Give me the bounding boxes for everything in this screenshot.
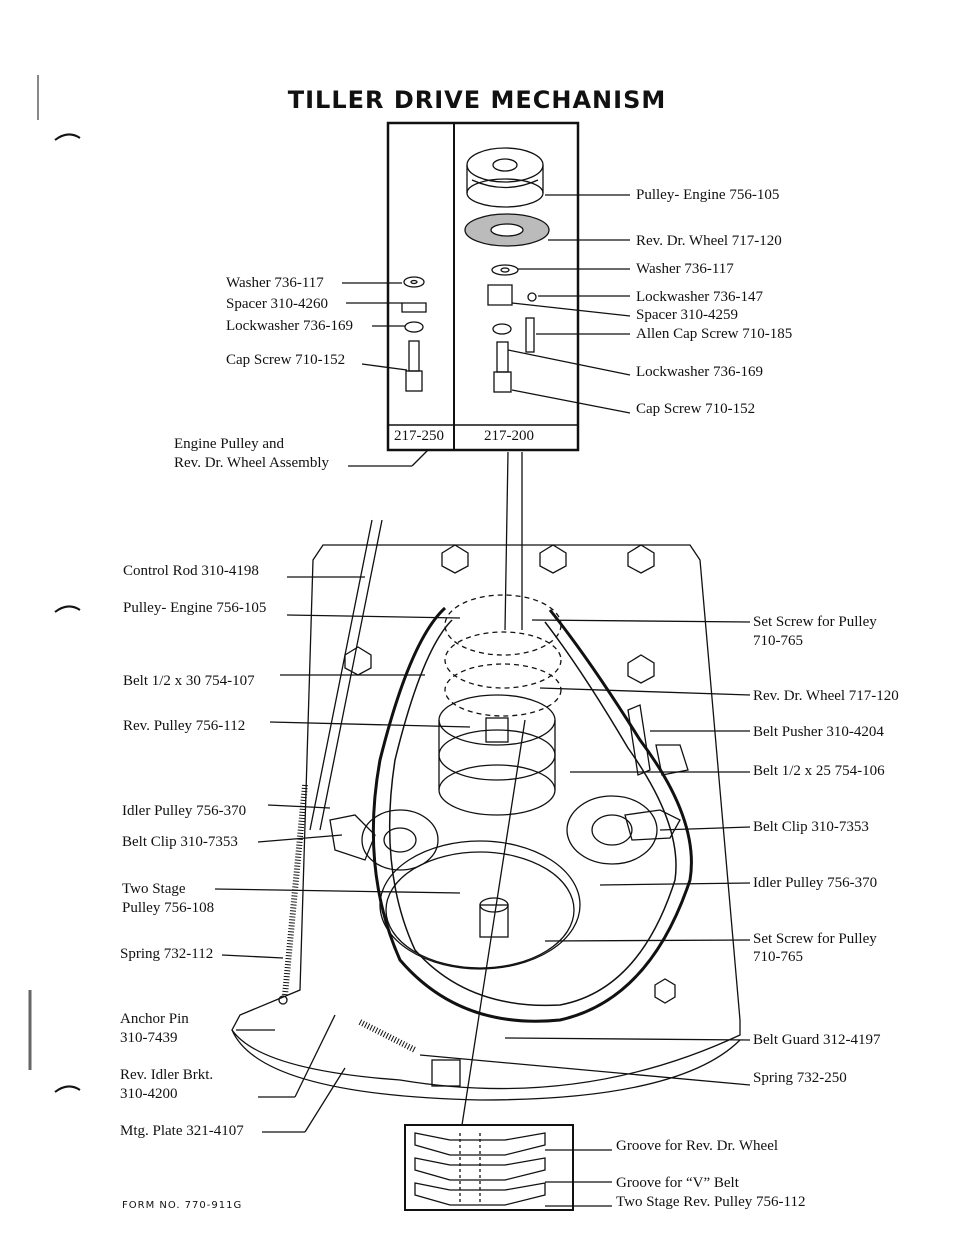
label-groove-v-belt: Groove for “V” Belt <box>616 1175 739 1191</box>
two-stage-pulley <box>379 840 581 970</box>
label-set-screw-top-1: Set Screw for Pulley <box>753 614 877 630</box>
inset-left-number: 217-250 <box>394 428 444 444</box>
label-belt-clip-right: Belt Clip 310-7353 <box>753 819 869 835</box>
label-lockwasher-169-right: Lockwasher 736-169 <box>636 364 764 380</box>
label-idler-pulley-left: Idler Pulley 756-370 <box>122 803 247 819</box>
parts-inset-box <box>386 121 580 452</box>
label-belt-clip-left: Belt Clip 310-7353 <box>122 834 238 850</box>
label-spacer-4259: Spacer 310-4259 <box>636 307 739 323</box>
label-control-rod: Control Rod 310-4198 <box>123 563 259 579</box>
label-spring-112: Spring 732-112 <box>120 946 214 962</box>
label-rev-dr-wheel-top: Rev. Dr. Wheel 717-120 <box>636 233 782 249</box>
label-lockwasher-169-left: Lockwasher 736-169 <box>226 318 354 334</box>
label-two-stage-1: Two Stage <box>122 881 186 897</box>
label-rev-idler-brkt-1: Rev. Idler Brkt. <box>120 1067 214 1083</box>
label-washer-right: Washer 736-117 <box>636 261 734 277</box>
label-pulley-engine-top: Pulley- Engine 756-105 <box>636 187 780 203</box>
label-belt-pusher: Belt Pusher 310-4204 <box>753 724 884 740</box>
label-lockwasher-147: Lockwasher 736-147 <box>636 289 764 305</box>
label-belt-30: Belt 1/2 x 30 754-107 <box>123 673 255 689</box>
groove-detail-box <box>404 1124 574 1211</box>
spring-732-250 <box>358 1019 417 1053</box>
idler-pulley-left <box>361 809 439 871</box>
mounting-plate <box>231 544 741 1090</box>
label-two-stage-2: Pulley 756-108 <box>122 900 215 916</box>
label-set-screw-top-2: 710-765 <box>753 633 803 649</box>
label-anchor-pin-2: 310-7439 <box>120 1030 178 1046</box>
page-title: TILLER DRIVE MECHANISM <box>287 86 667 114</box>
label-idler-pulley-right: Idler Pulley 756-370 <box>753 875 878 891</box>
label-allen-cap-screw: Allen Cap Screw 710-185 <box>636 326 793 342</box>
label-cap-screw-left: Cap Screw 710-152 <box>226 352 346 368</box>
label-set-screw-bottom-2: 710-765 <box>753 949 803 965</box>
label-set-screw-bottom-1: Set Screw for Pulley <box>753 931 877 947</box>
label-cap-screw-right: Cap Screw 710-152 <box>636 401 756 417</box>
label-washer-left: Washer 736-117 <box>226 275 324 291</box>
label-anchor-pin-1: Anchor Pin <box>120 1011 189 1027</box>
label-rev-idler-brkt-2: 310-4200 <box>120 1086 178 1102</box>
label-rev-pulley: Rev. Pulley 756-112 <box>123 718 246 734</box>
label-spring-250: Spring 732-250 <box>753 1070 847 1086</box>
label-spacer-4260: Spacer 310-4260 <box>226 296 329 312</box>
label-belt-guard: Belt Guard 312-4197 <box>753 1032 881 1048</box>
label-rev-dr-wheel-main: Rev. Dr. Wheel 717-120 <box>753 688 899 704</box>
label-groove-rev-dr-wheel: Groove for Rev. Dr. Wheel <box>616 1138 779 1154</box>
label-pulley-engine-main: Pulley- Engine 756-105 <box>123 600 267 616</box>
label-two-stage-rev-pulley: Two Stage Rev. Pulley 756-112 <box>616 1194 806 1210</box>
engine-pulley-part <box>466 147 544 183</box>
belt-30 <box>371 606 693 1023</box>
mounting-bolts <box>344 544 655 684</box>
form-number: FORM NO. 770-911G <box>122 1200 243 1211</box>
idler-pulley-right <box>566 795 658 865</box>
label-engine-pulley-assembly-2: Rev. Dr. Wheel Assembly <box>174 455 329 471</box>
label-mtg-plate: Mtg. Plate 321-4107 <box>120 1123 244 1139</box>
label-belt-25: Belt 1/2 x 25 754-106 <box>753 763 885 779</box>
inset-right-number: 217-200 <box>484 428 534 444</box>
label-engine-pulley-assembly-1: Engine Pulley and <box>174 436 284 452</box>
